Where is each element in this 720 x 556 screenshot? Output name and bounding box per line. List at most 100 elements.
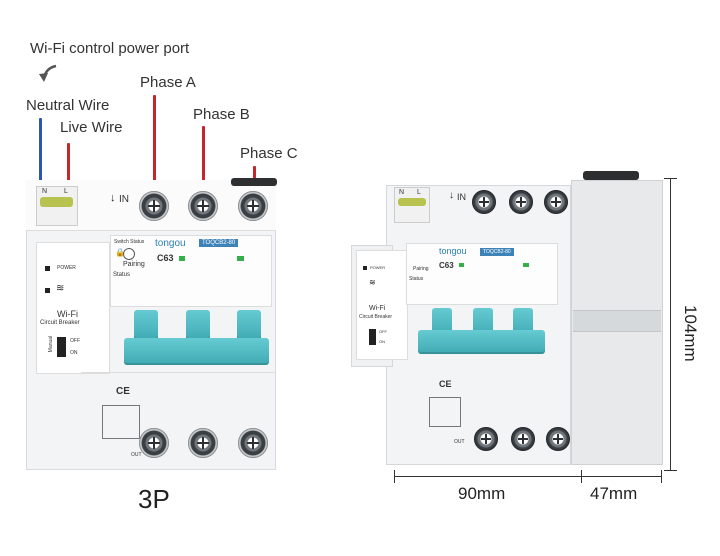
wiring-diagram-r xyxy=(429,397,461,427)
in-label: IN xyxy=(119,194,129,205)
nl-screw-slot-r xyxy=(398,198,426,206)
height-dimension-text: 104mm xyxy=(681,305,700,362)
top-clip xyxy=(231,178,277,186)
lever-a-r[interactable] xyxy=(432,308,452,336)
lever-handle-bar-r[interactable] xyxy=(418,330,545,354)
on-text: ON xyxy=(70,350,78,356)
curved-arrow-icon xyxy=(36,62,60,91)
manual-switch[interactable] xyxy=(57,337,66,357)
terminal-l-text-r: L xyxy=(417,189,421,196)
top-screw-b-r xyxy=(509,190,533,214)
bottom-screw-a-r xyxy=(474,427,498,451)
width-dimension-line xyxy=(394,476,662,477)
lever-c-r[interactable] xyxy=(513,308,533,336)
live-wire-label: Live Wire xyxy=(60,119,123,136)
neutral-wire-label: Neutral Wire xyxy=(26,97,110,114)
ce-mark: CE xyxy=(116,386,130,397)
lever-b[interactable] xyxy=(186,310,210,340)
front-label-r: tongou TOQCB2-80 C63 Pairing Status xyxy=(406,243,558,305)
status-text: Status xyxy=(113,272,131,278)
top-screw-c xyxy=(238,191,268,221)
terminal-n-text: N xyxy=(42,188,48,195)
side-clip xyxy=(583,171,639,180)
power-led xyxy=(45,266,50,271)
wifi-icon-r: ≋ xyxy=(369,278,376,287)
lever-c[interactable] xyxy=(237,310,261,340)
indicator-1 xyxy=(179,256,185,261)
neutral-wire xyxy=(39,118,42,196)
power-text: POWER xyxy=(57,265,76,271)
left-breaker: N L ↓ IN POWER ≋ Wi-Fi Circuit Breaker M… xyxy=(26,178,277,471)
nl-screw-slot xyxy=(40,197,73,207)
height-tick-bottom xyxy=(664,470,677,471)
nl-terminal: N L xyxy=(36,186,78,226)
top-screw-b xyxy=(188,191,218,221)
top-screw-a xyxy=(139,191,169,221)
width-tick-right xyxy=(661,470,662,483)
pairing-text-r: Pairing xyxy=(413,266,429,272)
indicator-2 xyxy=(237,256,244,261)
right-breaker: N L ↓ IN POWER ≋ Wi-Fi Circuit Breaker O… xyxy=(346,171,666,470)
front-label-panel: Switch Status 🔒 Pairing Status tongou TO… xyxy=(110,235,272,307)
manual-text: Manual xyxy=(48,335,55,353)
ce-mark-r: CE xyxy=(439,379,452,389)
off-text: OFF xyxy=(70,338,80,344)
wifi-module-panel: POWER ≋ Wi-Fi Circuit Breaker Manual OFF… xyxy=(36,242,110,374)
brand-text-r: tongou xyxy=(439,246,467,256)
out-text-r: OUT xyxy=(454,439,465,445)
wiring-diagram xyxy=(102,405,140,439)
brand-text: tongou xyxy=(155,238,186,249)
terminal-n-text-r: N xyxy=(399,189,405,196)
on-text-r: ON xyxy=(379,339,385,344)
off-text-r: OFF xyxy=(379,329,387,334)
height-tick-top xyxy=(664,178,677,179)
bottom-screw-b-r xyxy=(511,427,535,451)
indicator-r2 xyxy=(523,263,529,267)
pairing-text: Pairing xyxy=(123,261,145,268)
lever-b-r[interactable] xyxy=(473,308,493,336)
top-screw-c-r xyxy=(544,190,568,214)
top-screw-a-r xyxy=(472,190,496,214)
wifi-icon: ≋ xyxy=(56,283,65,294)
rating-text-r: C63 xyxy=(439,261,454,270)
bottom-screw-c-r xyxy=(546,427,570,451)
model-text-r: TOQCB2-80 xyxy=(480,248,514,256)
lever-handle-bar[interactable] xyxy=(124,338,269,365)
out-text: OUT xyxy=(131,452,142,458)
caption-3p: 3P xyxy=(138,484,170,514)
in-arrow-icon-r: ↓ xyxy=(449,190,454,201)
height-dimension-line xyxy=(670,178,671,470)
phase-c-label: Phase C xyxy=(240,145,298,162)
wifi-panel-r: POWER ≋ Wi-Fi Circuit Breaker OFF ON xyxy=(356,250,408,360)
status-text-r: Status xyxy=(409,276,424,282)
bottom-screw-b xyxy=(188,428,218,458)
phase-a-wire xyxy=(153,95,156,203)
width-tick-left xyxy=(394,470,395,483)
width-dimension-text: 90mm xyxy=(458,484,506,503)
wifi-title-r: Wi-Fi xyxy=(369,305,386,312)
status-led xyxy=(45,288,50,293)
circuit-breaker-text-r: Circuit Breaker xyxy=(359,314,393,320)
lever-a[interactable] xyxy=(134,310,158,340)
wifi-title: Wi-Fi xyxy=(57,309,78,319)
phase-b-label: Phase B xyxy=(193,106,250,123)
model-text: TOQCB2-80 xyxy=(199,239,239,247)
phase-a-label: Phase A xyxy=(140,74,196,91)
width-tick-mid xyxy=(581,470,582,483)
in-label-r: IN xyxy=(457,192,466,202)
manual-switch-r[interactable] xyxy=(369,329,376,345)
rating-text: C63 xyxy=(157,253,174,263)
phase-b-wire xyxy=(202,126,205,203)
wifi-port-label: Wi-Fi control power port xyxy=(30,40,190,57)
depth-dimension-text: 47mm xyxy=(590,484,638,503)
bottom-screw-c xyxy=(238,428,268,458)
power-led-r xyxy=(363,266,367,270)
side-rail xyxy=(573,310,661,332)
live-wire xyxy=(67,143,70,196)
status-button[interactable] xyxy=(123,248,135,260)
bottom-screw-a xyxy=(139,428,169,458)
bottom-panel xyxy=(81,372,276,471)
lock-icon: 🔒 xyxy=(115,248,125,257)
terminal-l-text: L xyxy=(64,188,68,195)
switch-status-text: Switch Status xyxy=(114,239,145,245)
